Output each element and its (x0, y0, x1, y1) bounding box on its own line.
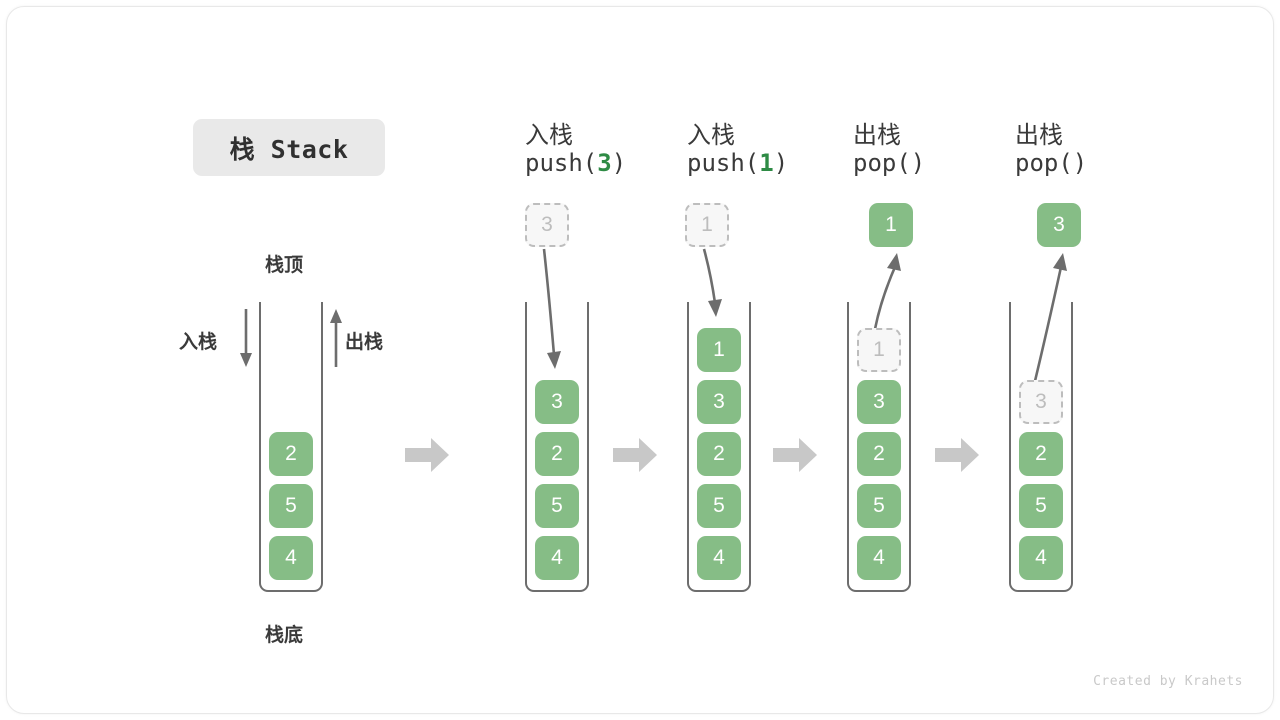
code-number: 3 (597, 149, 612, 177)
stack-cell: 3 (535, 380, 579, 424)
tube-wall-right (321, 302, 323, 574)
stack-cell: 4 (269, 536, 313, 580)
stack-cell: 5 (269, 484, 313, 528)
flow-arrow-icon (773, 438, 817, 472)
tube-wall-right (749, 302, 751, 574)
code-prefix: push( (687, 149, 760, 177)
column-head-cn: 入栈 (687, 122, 735, 149)
stack-cell: 4 (1019, 536, 1063, 580)
pop-motion-arrow-icon (873, 253, 901, 330)
stack-cell: 2 (697, 432, 741, 476)
tube-wall-left (525, 302, 527, 574)
code-suffix: ) (773, 149, 789, 177)
tube-wall-right (1071, 302, 1073, 574)
tube-wall-left (259, 302, 261, 574)
code-suffix: ) (1072, 149, 1088, 177)
title-badge: 栈 Stack (193, 119, 385, 176)
code-suffix: ) (611, 149, 627, 177)
vacated-ghost-cell: 3 (1019, 380, 1063, 424)
tube-wall-right (909, 302, 911, 574)
diagram-card: 栈 Stack 栈顶 栈底 入栈 出栈 2 5 4 入 (6, 6, 1274, 714)
tube-wall-right (587, 302, 589, 574)
flow-arrow-icon (405, 438, 449, 472)
stack-cell: 2 (269, 432, 313, 476)
stack-tube-push-1: 1 3 2 5 4 (687, 302, 751, 592)
code-number: 1 (759, 149, 774, 177)
stack-cell: 5 (697, 484, 741, 528)
code-prefix: push( (525, 149, 598, 177)
push-motion-arrow-icon (702, 248, 722, 317)
pop-direction-arrow-icon (330, 309, 342, 367)
stack-bottom-label: 栈底 (265, 625, 304, 646)
popped-cell: 3 (1037, 203, 1081, 247)
floating-ghost-cell: 3 (525, 203, 569, 247)
push-motion-arrow-icon (542, 248, 561, 369)
popped-cell: 1 (869, 203, 913, 247)
column-head-cn: 入栈 (525, 122, 573, 149)
stack-cell: 5 (857, 484, 901, 528)
stack-cell: 2 (535, 432, 579, 476)
stack-cell: 2 (1019, 432, 1063, 476)
vacated-ghost-cell: 1 (857, 328, 901, 372)
stack-cell: 4 (535, 536, 579, 580)
pop-side-label: 出栈 (345, 332, 384, 353)
tube-bottom (847, 564, 911, 592)
stack-tube-pop-1: 1 3 2 5 4 (847, 302, 911, 592)
tube-wall-left (687, 302, 689, 574)
stack-cell: 5 (535, 484, 579, 528)
code-prefix: pop( (853, 149, 911, 177)
floating-ghost-cell: 1 (685, 203, 729, 247)
column-head-code: pop() (853, 149, 925, 177)
stack-cell: 4 (697, 536, 741, 580)
push-side-label: 入栈 (179, 332, 218, 353)
stack-cell: 2 (857, 432, 901, 476)
push-direction-arrow-icon (240, 309, 252, 367)
flow-arrow-icon (613, 438, 657, 472)
column-head-code: push(1) (687, 149, 788, 177)
stack-top-label: 栈顶 (265, 255, 304, 276)
code-prefix: pop( (1015, 149, 1073, 177)
tube-wall-left (847, 302, 849, 574)
credit-text: Created by Krahets (1093, 674, 1243, 689)
tube-bottom (259, 564, 323, 592)
stack-tube-push-3: 3 2 5 4 (525, 302, 589, 592)
code-suffix: ) (910, 149, 926, 177)
flow-arrow-icon (935, 438, 979, 472)
tube-bottom (1009, 564, 1073, 592)
tube-wall-left (1009, 302, 1011, 574)
column-head-code: push(3) (525, 149, 626, 177)
stack-cell: 3 (697, 380, 741, 424)
tube-bottom (687, 564, 751, 592)
stack-cell: 1 (697, 328, 741, 372)
column-head-code: pop() (1015, 149, 1087, 177)
tube-bottom (525, 564, 589, 592)
stack-cell: 3 (857, 380, 901, 424)
stack-tube-initial: 2 5 4 (259, 302, 323, 592)
pop-motion-arrow-icon (1033, 253, 1067, 382)
column-head-cn: 出栈 (1015, 122, 1063, 149)
stack-cell: 4 (857, 536, 901, 580)
stack-cell: 5 (1019, 484, 1063, 528)
column-head-cn: 出栈 (853, 122, 901, 149)
stack-tube-pop-3: 3 2 5 4 (1009, 302, 1073, 592)
